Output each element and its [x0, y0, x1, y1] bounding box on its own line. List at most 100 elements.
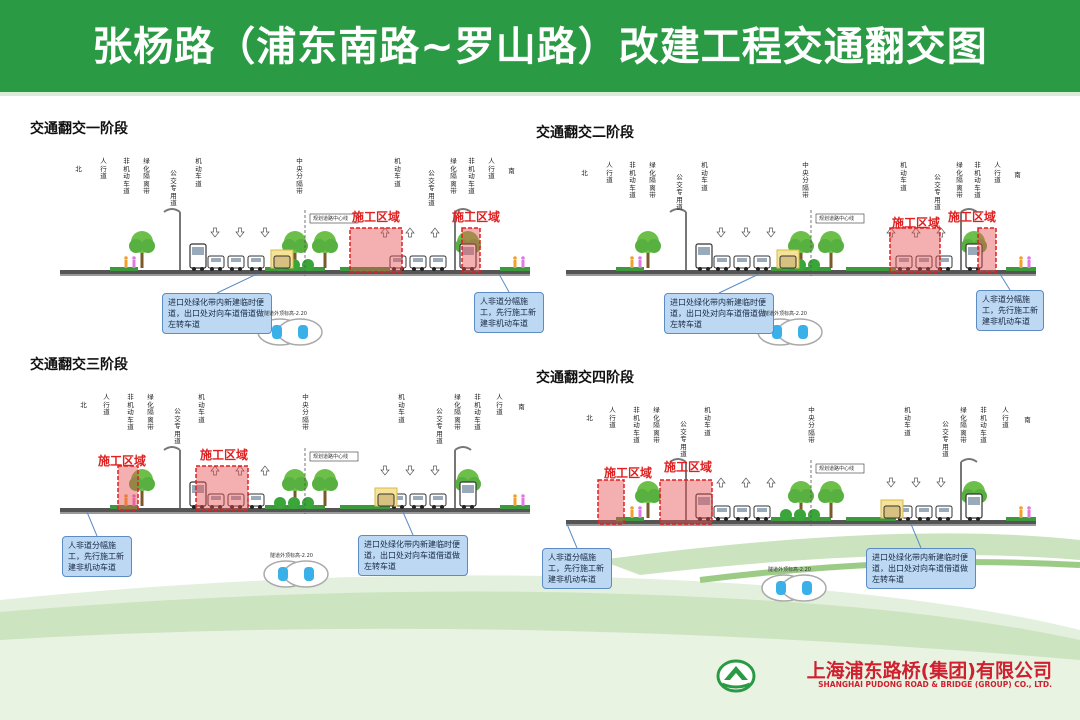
car-icon	[247, 493, 265, 509]
callout-note: 人非道分幅施工，先行施工新建非机动车道	[976, 290, 1044, 331]
centerline-label: 规划道路中心线	[819, 216, 855, 222]
callout-note: 人非道分幅施工，先行施工新建非机动车道	[474, 292, 544, 333]
arrow-down-icon	[716, 227, 726, 238]
lane-label-nonmotor: 非机动车道	[123, 157, 130, 195]
callout-connector	[86, 511, 98, 537]
lane-label-north: 北	[581, 169, 588, 177]
company-logo-icon	[716, 659, 756, 693]
centerline-label: 规划道路中心线	[313, 216, 349, 222]
road-surface	[60, 508, 530, 512]
car-icon	[753, 505, 771, 521]
arrow-down-icon	[260, 227, 270, 238]
lane-label-ped: 人行道	[606, 161, 613, 184]
lane-label-bus: 公交专用道	[428, 169, 435, 207]
page-title: 张杨路（浦东南路~罗山路）改建工程交通翻交图	[92, 24, 988, 70]
lane-label-nonmotor: 非机动车道	[474, 393, 481, 431]
bus-icon	[189, 481, 207, 509]
lane-label-motor: 机动车道	[198, 393, 205, 424]
pedestrian-icon	[521, 494, 525, 506]
phase-title: 交通翻交三阶段	[30, 357, 128, 373]
lane-label-ped: 人行道	[488, 157, 495, 180]
green-belt	[500, 267, 530, 271]
centerline-label-box	[309, 213, 359, 224]
car-icon	[207, 493, 225, 509]
lane-label-bus: 公交专用道	[170, 169, 177, 207]
green-belt	[340, 505, 390, 509]
lane-label-bus: 公交专用道	[942, 420, 949, 458]
arrow-up-icon	[235, 465, 245, 476]
shrub-icon	[780, 509, 792, 521]
lane-label-motor: 机动车道	[904, 406, 911, 437]
callout-note: 人非道分幅施工，先行施工新建非机动车道	[62, 536, 132, 577]
lane-label-nonmotor: 非机动车道	[468, 157, 475, 195]
lane-label-nonmotor: 非机动车道	[127, 393, 134, 431]
pedestrian-icon	[124, 494, 128, 506]
pedestrian-icon	[638, 256, 642, 268]
tree-icon	[818, 481, 844, 518]
road-surface	[566, 520, 1036, 524]
lane-label-motor: 机动车道	[195, 157, 202, 188]
lane-label-south: 南	[508, 167, 515, 175]
pedestrian-icon	[521, 256, 525, 268]
shrub-icon	[808, 509, 820, 521]
company-name: 上海浦东路桥(集团)有限公司	[806, 660, 1052, 682]
pedestrian-icon	[124, 256, 128, 268]
lane-label-median: 中央分隔带	[802, 161, 809, 199]
pedestrian-icon	[513, 494, 517, 506]
car-icon	[227, 255, 245, 271]
construction-zone-label: 施工区域	[604, 466, 653, 480]
construction-zone-label: 施工区域	[452, 210, 501, 224]
arrow-up-icon	[936, 227, 946, 238]
road-surface	[566, 270, 1036, 274]
construction-zone-label: 施工区域	[948, 210, 997, 224]
pedestrian-icon	[1019, 506, 1023, 518]
lane-label-south: 南	[1024, 416, 1031, 424]
lane-label-median: 中央分隔带	[296, 157, 303, 195]
lane-label-greenbelt: 绿化隔离带	[653, 406, 660, 444]
lane-label-motor: 机动车道	[394, 157, 401, 188]
tree-icon	[282, 231, 308, 268]
lane-label-ped: 人行道	[496, 393, 503, 416]
callout-connector	[566, 523, 578, 549]
lane-label-ped: 人行道	[100, 157, 107, 180]
tunnel-elevation-label: 隧道外顶标高-2.20	[270, 553, 313, 559]
tree-icon	[312, 231, 338, 268]
lane-label-motor: 机动车道	[398, 393, 405, 424]
green-belt	[1006, 517, 1036, 521]
green-belt	[616, 267, 644, 271]
lane-label-nonmotor: 非机动车道	[633, 406, 640, 444]
bus-icon	[695, 243, 713, 271]
temporary-lane-car-icon	[776, 249, 800, 269]
green-belt	[616, 517, 644, 521]
lane-label-north: 北	[75, 165, 82, 173]
tree-icon	[282, 469, 308, 506]
pedestrian-icon	[513, 256, 517, 268]
tunnel-elevation-label: 隧道外顶标高-2.20	[764, 311, 807, 317]
car-icon	[733, 505, 751, 521]
arrow-down-icon	[210, 227, 220, 238]
lane-label-greenbelt: 绿化隔离带	[147, 393, 154, 431]
construction-zone	[349, 227, 403, 273]
shrub-icon	[274, 497, 286, 509]
construction-zone	[889, 227, 941, 273]
construction-zone-label: 施工区域	[200, 448, 249, 462]
pedestrian-icon	[630, 506, 634, 518]
callout-connector	[216, 273, 258, 294]
construction-zone	[117, 465, 139, 511]
arrow-down-icon	[766, 227, 776, 238]
arrow-up-icon	[911, 227, 921, 238]
temporary-lane-car-icon	[270, 249, 294, 269]
street-light-icon	[163, 446, 181, 508]
car-icon	[915, 505, 933, 521]
street-light-icon	[454, 208, 472, 270]
pedestrian-icon	[132, 256, 136, 268]
bus-icon	[459, 243, 477, 271]
green-belt	[500, 505, 530, 509]
street-light-icon	[454, 446, 472, 508]
lane-label-nonmotor: 非机动车道	[974, 161, 981, 199]
lane-label-ped: 人行道	[1002, 406, 1009, 429]
arrow-up-icon	[716, 477, 726, 488]
lane-label-motor: 机动车道	[701, 161, 708, 192]
